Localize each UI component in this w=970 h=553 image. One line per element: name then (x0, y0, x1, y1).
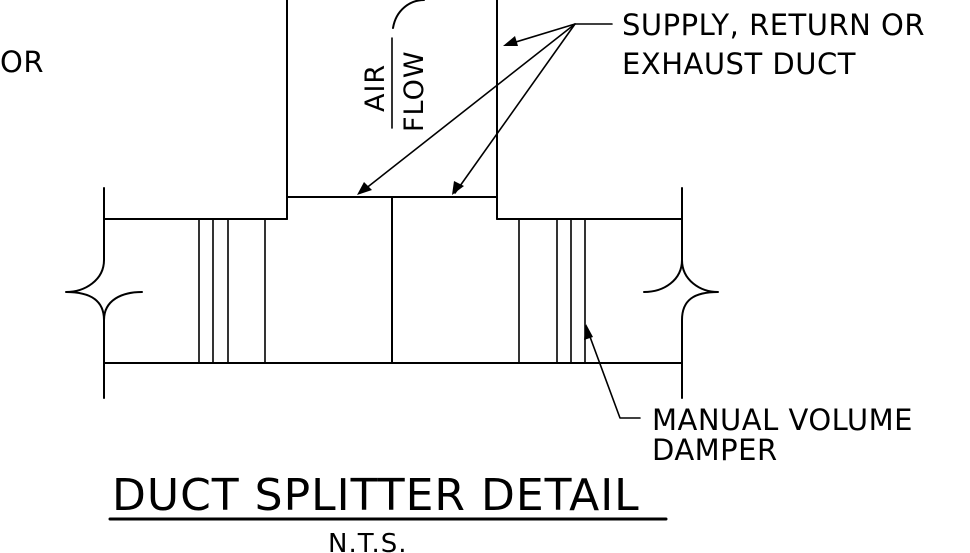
left-break-symbol (65, 187, 143, 399)
supply-leaders (357, 23, 613, 195)
supply-label-line2: EXHAUST DUCT (622, 47, 856, 81)
right-break-symbol (643, 187, 719, 399)
arrowhead-duct-wall (503, 36, 518, 46)
left-damper-lines (198, 218, 266, 364)
air-label: AIR (360, 64, 391, 112)
supply-label-line1: SUPPLY, RETURN OR (622, 8, 925, 42)
scale-note: N.T.S. (328, 529, 408, 553)
detail-title: DUCT SPLITTER DETAIL (112, 470, 640, 521)
damper-label-line1: MANUAL VOLUME (652, 403, 913, 437)
flow-label: FLOW (399, 50, 430, 132)
damper-label-line2: DAMPER (652, 433, 778, 467)
arrowhead-left-splitter (357, 182, 372, 195)
left-label-fragment: OR (0, 45, 44, 79)
air-flow-annotation: AIR FLOW (360, 0, 430, 132)
damper-leader (584, 324, 641, 419)
right-damper-lines (518, 218, 586, 364)
air-flow-arrow-curve (392, 0, 425, 29)
arrowhead-right-splitter (452, 181, 464, 195)
arrowhead-damper (584, 324, 593, 340)
